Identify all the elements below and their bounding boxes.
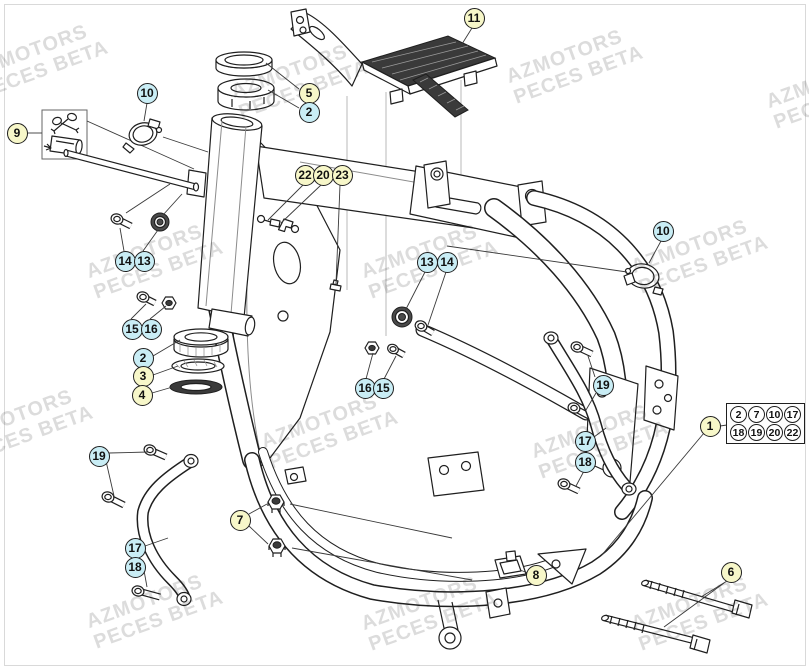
callout-19-left: 19 <box>88 445 110 467</box>
callout-23: 23 <box>331 164 353 186</box>
callout-16-left: 16 <box>140 318 162 340</box>
callout-3: 3 <box>132 365 154 387</box>
callout-18-left: 18 <box>124 556 146 578</box>
callout-10-right: 10 <box>652 220 674 242</box>
legend-item-18: 18 <box>730 424 747 441</box>
leader-lines <box>28 28 727 627</box>
part-grommet-left <box>151 213 169 231</box>
callout-15-left: 15 <box>121 318 143 340</box>
callout-7: 7 <box>229 509 251 531</box>
callout-5: 5 <box>298 82 320 104</box>
part-steering-rings <box>216 52 274 110</box>
part-main-frame <box>218 140 678 649</box>
legend-row-2: 18 19 20 22 <box>730 424 801 441</box>
callout-17-right: 17 <box>574 430 596 452</box>
callout-10-left: 10 <box>136 82 158 104</box>
part-bearing-washer-stack <box>170 329 228 394</box>
part-long-bolts <box>601 579 752 653</box>
callout-18-right: 18 <box>574 451 596 473</box>
callout-22: 22 <box>294 164 316 186</box>
legend-item-22: 22 <box>784 424 801 441</box>
callout-13-mid: 13 <box>416 251 438 273</box>
part-right-bracket <box>544 332 636 495</box>
callout-14-mid: 14 <box>436 251 458 273</box>
callout-16-mid: 16 <box>354 377 376 399</box>
part-left-bracket <box>143 455 198 606</box>
callout-13-left: 13 <box>133 250 155 272</box>
part-clamp-right <box>624 261 663 295</box>
legend-item-17: 17 <box>784 406 801 423</box>
part-head-tube <box>187 111 263 336</box>
callout-17-left: 17 <box>124 537 146 559</box>
part-ignition-lock <box>42 110 194 169</box>
callout-4: 4 <box>131 384 153 406</box>
part-small-bolts <box>101 212 592 597</box>
legend-row-1: 2 7 10 17 <box>730 406 801 423</box>
callout-9: 9 <box>6 122 28 144</box>
legend-item-19: 19 <box>748 424 765 441</box>
legend-box: 2 7 10 17 18 19 20 22 <box>726 403 805 444</box>
part-grommet-mid <box>392 307 412 327</box>
legend-item-7: 7 <box>748 406 765 423</box>
callout-1: 1 <box>699 415 721 437</box>
callout-19-right: 19 <box>592 374 614 396</box>
part-clamp-left <box>123 119 208 153</box>
part-nut-plate <box>495 551 526 578</box>
part-cable-rod <box>64 150 199 192</box>
part-footplate <box>291 9 497 117</box>
part-small-fittings <box>258 216 342 292</box>
callout-11: 11 <box>463 7 485 29</box>
legend-item-2: 2 <box>730 406 747 423</box>
callout-8: 8 <box>525 564 547 586</box>
callout-15-mid: 15 <box>372 377 394 399</box>
legend-item-10: 10 <box>766 406 783 423</box>
callout-20: 20 <box>312 164 334 186</box>
callout-6: 6 <box>720 561 742 583</box>
legend-item-20: 20 <box>766 424 783 441</box>
callout-2-top: 2 <box>298 101 320 123</box>
part-nuts <box>162 297 379 557</box>
callout-14-left: 14 <box>114 250 136 272</box>
